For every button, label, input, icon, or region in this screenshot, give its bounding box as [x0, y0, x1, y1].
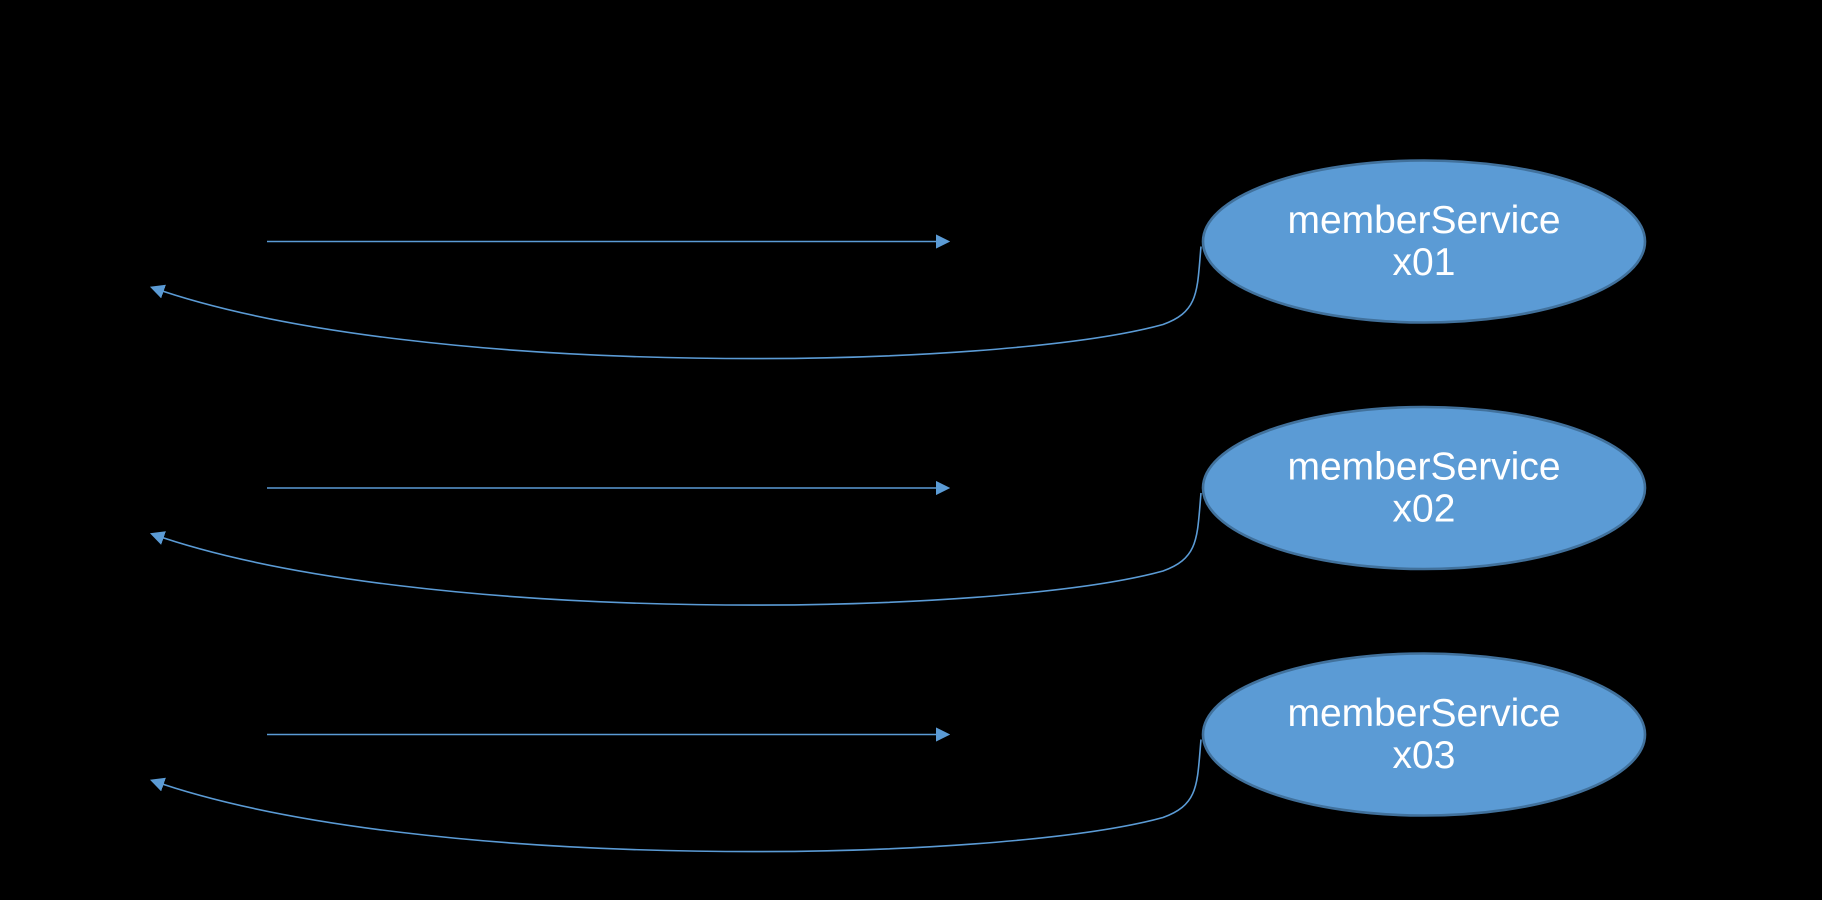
- response-arrow-2: [149, 492, 1202, 606]
- response-arrow-1: [149, 246, 1202, 360]
- service-row-3: memberService x03: [149, 652, 1647, 853]
- service-node-ellipse-1: [1201, 159, 1647, 324]
- service-node-label-line1: memberService: [1287, 692, 1560, 735]
- service-node-label-line2: x02: [1393, 488, 1456, 531]
- service-row-1: memberService x01: [149, 159, 1647, 360]
- service-node-label-line2: x03: [1393, 734, 1456, 777]
- service-node-label-line1: memberService: [1287, 446, 1560, 489]
- service-row-2: memberService x02: [149, 405, 1647, 606]
- service-node-ellipse-3: [1201, 652, 1647, 817]
- service-node-label-line1: memberService: [1287, 199, 1560, 242]
- response-arrow-3: [149, 739, 1202, 853]
- service-node-ellipse-2: [1201, 405, 1647, 571]
- service-node-label-line2: x01: [1393, 241, 1456, 284]
